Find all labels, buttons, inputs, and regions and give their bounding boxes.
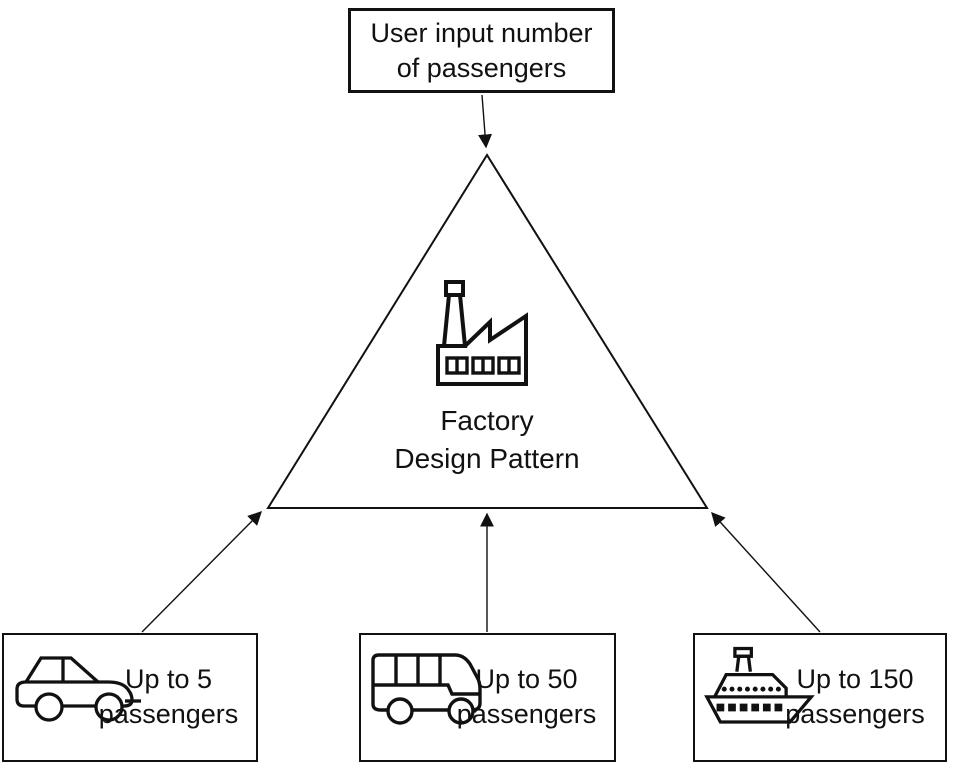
car-capacity-label: Up to 5 passengers (98, 664, 239, 729)
option-box-bus: Up to 50 passengers (359, 633, 616, 762)
ship-capacity-label: Up to 150 passengers (785, 664, 925, 729)
arrow-car-to-factory (141, 511, 262, 633)
user-input-box: User input number of passengers (348, 8, 615, 93)
arrow-ship-to-factory (711, 511, 821, 633)
user-input-label: User input number of passengers (370, 17, 593, 83)
option-box-ship: Up to 150 passengers (693, 633, 947, 762)
bus-capacity-label: Up to 50 passengers (456, 664, 597, 729)
car-icon (12, 644, 144, 730)
bus-icon (369, 644, 485, 728)
factory-triangle (266, 153, 709, 509)
arrow-input-to-factory (478, 94, 493, 149)
factory-pattern-label: Factory Design Pattern (394, 405, 580, 474)
factory-icon (432, 276, 532, 388)
option-box-car: Up to 5 passengers (2, 633, 258, 762)
ship-icon (703, 644, 819, 742)
